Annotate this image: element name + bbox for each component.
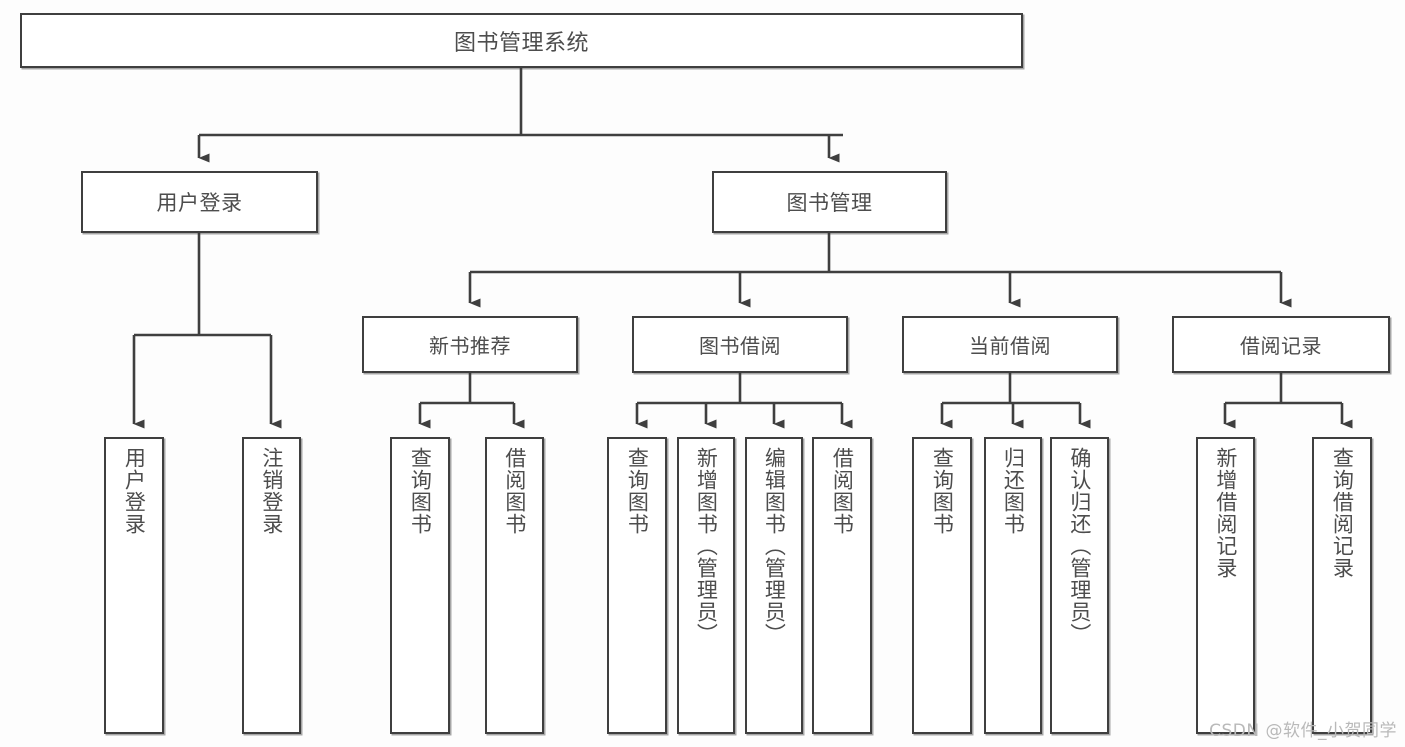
leaf-search-book-newbook[interactable]: 查询图书 xyxy=(390,437,450,734)
leaf-borrow-book-newbook[interactable]: 借阅图书 xyxy=(485,437,544,734)
leaf-return-book[interactable]: 归还图书 xyxy=(984,437,1042,734)
leaf-borrow-book[interactable]: 借阅图书 xyxy=(812,437,872,734)
node-label: 查询图书 xyxy=(930,447,955,535)
node-label: 查询借阅记录 xyxy=(1330,447,1355,579)
node-label: 图书借阅 xyxy=(699,334,781,358)
node-new-book-recommend[interactable]: 新书推荐 xyxy=(362,316,578,373)
leaf-search-borrow-record[interactable]: 查询借阅记录 xyxy=(1312,437,1372,734)
node-label: 注销登录 xyxy=(259,447,284,535)
leaf-add-book-admin[interactable]: 新增图书（管理员） xyxy=(677,437,735,734)
watermark: CSDN @软件_小贺同学 xyxy=(1209,721,1397,741)
node-current-borrow[interactable]: 当前借阅 xyxy=(902,316,1118,373)
node-label: 新增图书（管理员） xyxy=(694,447,719,645)
node-label: 确认归还（管理员） xyxy=(1067,447,1092,645)
node-label: 借阅图书 xyxy=(502,447,527,535)
node-label: 编辑图书（管理员） xyxy=(762,447,787,645)
node-user-login[interactable]: 用户登录 xyxy=(81,171,318,233)
leaf-edit-book-admin[interactable]: 编辑图书（管理员） xyxy=(745,437,803,734)
node-label: 用户登录 xyxy=(122,447,147,535)
leaf-search-book-borrow[interactable]: 查询图书 xyxy=(607,437,667,734)
node-label: 归还图书 xyxy=(1001,447,1026,535)
node-label: 新增借阅记录 xyxy=(1213,447,1238,579)
node-label: 借阅记录 xyxy=(1240,334,1322,358)
node-label: 图书管理系统 xyxy=(453,30,589,56)
leaf-confirm-return-admin[interactable]: 确认归还（管理员） xyxy=(1050,437,1109,734)
node-label: 当前借阅 xyxy=(969,334,1051,358)
node-label: 借阅图书 xyxy=(830,447,855,535)
leaf-user-login[interactable]: 用户登录 xyxy=(104,437,164,734)
node-label: 查询图书 xyxy=(408,447,433,535)
leaf-search-book-current[interactable]: 查询图书 xyxy=(912,437,972,734)
node-label: 用户登录 xyxy=(156,191,243,215)
node-root[interactable]: 图书管理系统 xyxy=(20,13,1023,68)
leaf-add-borrow-record[interactable]: 新增借阅记录 xyxy=(1196,437,1255,734)
node-borrow-record[interactable]: 借阅记录 xyxy=(1172,316,1390,373)
node-label: 新书推荐 xyxy=(429,334,511,358)
node-label: 查询图书 xyxy=(625,447,650,535)
node-label: 图书管理 xyxy=(786,191,873,215)
node-book-management[interactable]: 图书管理 xyxy=(712,171,947,233)
leaf-logout[interactable]: 注销登录 xyxy=(242,437,301,734)
node-book-borrow[interactable]: 图书借阅 xyxy=(632,316,848,373)
